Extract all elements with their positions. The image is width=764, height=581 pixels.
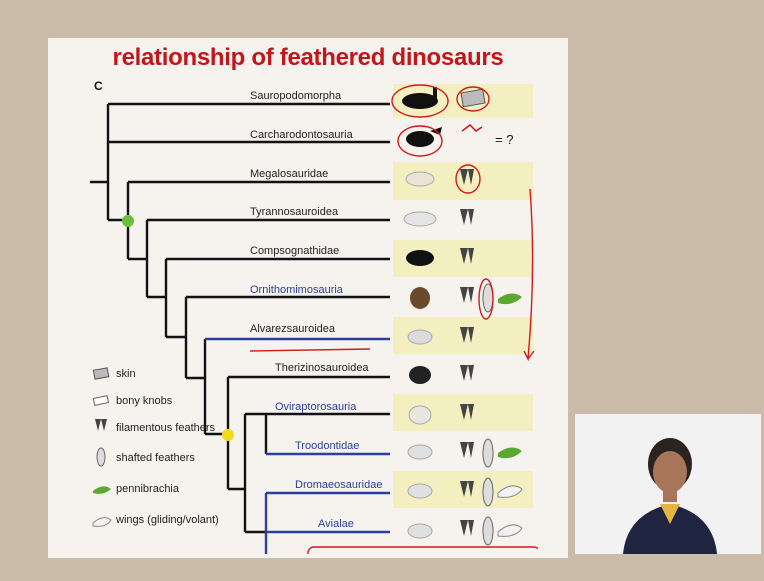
presenter-video: [575, 414, 761, 554]
legend-label: skin: [116, 368, 136, 380]
presenter-avatar: [575, 414, 761, 554]
legend-label: pennibrachia: [116, 483, 180, 495]
taxon-label: Ornithomimosauria: [250, 284, 344, 296]
question-mark-label: = ?: [495, 132, 513, 147]
legend-label: filamentous feathers: [116, 422, 216, 434]
node-yellow-marker: [222, 429, 234, 441]
slide-title: relationship of feathered dinosaurs: [48, 44, 568, 72]
tree-branches: [90, 142, 390, 532]
legend-label: wings (gliding/volant): [115, 514, 219, 526]
dinosaur-silhouettes: [402, 87, 442, 538]
taxon-labels: Sauropodomorpha Carcharodontosauria Mega…: [250, 90, 382, 530]
node-green-marker: [122, 215, 134, 227]
taxon-label: Sauropodomorpha: [250, 90, 342, 102]
pennibrachia-icon: [93, 486, 111, 493]
taxon-label: Carcharodontosauria: [250, 129, 354, 141]
legend-label: shafted feathers: [116, 452, 195, 464]
taxon-label: Compsognathidae: [250, 245, 339, 257]
filamentous-feathers-icon: [95, 419, 107, 431]
taxon-label: Avialae: [318, 518, 354, 530]
taxon-label: Alvarezsauroidea: [250, 323, 336, 335]
taxon-label: Megalosauridae: [250, 168, 328, 180]
cladogram-panel: C: [90, 79, 538, 554]
skin-icon: [93, 368, 108, 379]
bony-knobs-icon: [93, 396, 108, 406]
shafted-feathers-icon: [97, 448, 105, 466]
legend: skin bony knobs filamentous feathers sha…: [93, 368, 219, 527]
taxon-label: Troodontidae: [295, 440, 359, 452]
taxon-label: Oviraptorosauria: [275, 401, 357, 413]
taxon-label: Dromaeosauridae: [295, 479, 382, 491]
taxon-label: Tyrannosauroidea: [250, 206, 339, 218]
legend-label: bony knobs: [116, 395, 173, 407]
wings-icon: [93, 518, 111, 527]
cladogram: = ? Sauropodomorpha Carcharodontosauria …: [90, 79, 538, 554]
taxon-label: Therizinosauroidea: [275, 362, 369, 374]
lecture-slide: relationship of feathered dinosaurs C: [48, 38, 568, 558]
